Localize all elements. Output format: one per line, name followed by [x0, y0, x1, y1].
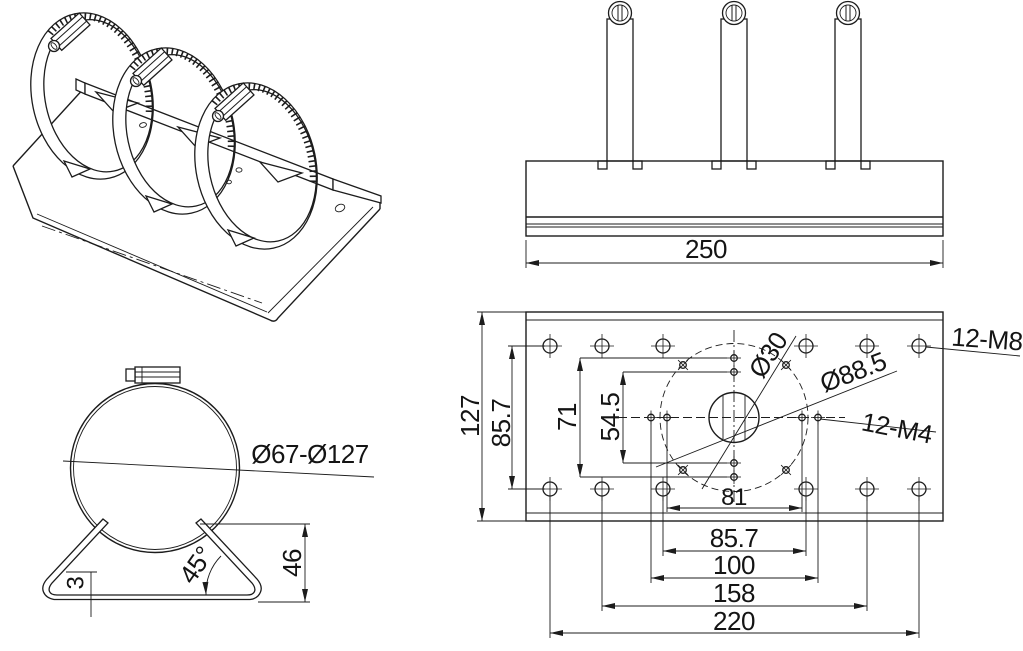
- leader-3: [66, 571, 97, 617]
- fold-centerline: [41, 225, 263, 304]
- label-dia-30: Ø30: [742, 327, 793, 383]
- iso-holes: [139, 122, 346, 213]
- label-12-m4: 12-M4: [859, 406, 935, 449]
- leader-12-m4: [819, 418, 937, 433]
- dim-71: 71: [552, 403, 582, 431]
- m4-holes: [643, 350, 826, 485]
- dim-100: 100: [713, 550, 755, 580]
- plan-leaders: [655, 335, 1021, 490]
- dim-250: 250: [685, 234, 727, 264]
- ext-46: [200, 523, 310, 603]
- plan-plate: [525, 311, 944, 522]
- dim-3: 3: [63, 576, 90, 589]
- iso-clamp-ring-2: [98, 36, 250, 225]
- iso-clamp-ring-3: [180, 71, 332, 260]
- dim-127: 127: [455, 395, 485, 437]
- leader-12-m8: [925, 346, 1021, 357]
- dim-46: 46: [277, 549, 307, 577]
- label-dia-88-5: Ø88.5: [816, 346, 891, 399]
- label-12-m8: 12-M8: [950, 322, 1023, 357]
- dim-158: 158: [713, 578, 755, 608]
- clamp-band-inner: [73, 386, 237, 550]
- dim-85-7-bottom: 85.7: [710, 523, 759, 553]
- dim-81: 81: [721, 484, 747, 511]
- leader-dia-30: [701, 335, 797, 490]
- front-strap-3: [825, 0, 871, 170]
- center-hole: [708, 391, 760, 444]
- side-dimensions: Ø67-Ø127 46 45° 3: [63, 439, 375, 617]
- front-view: 250: [525, 0, 944, 268]
- iso-base-plate: [12, 85, 381, 322]
- iso-view: [12, 1, 382, 322]
- label-dia-67-127: Ø67-Ø127: [251, 439, 368, 469]
- dim-85-7-left: 85.7: [486, 399, 516, 448]
- leader-dia-range: [62, 460, 375, 478]
- plan-extension-lines: [477, 311, 920, 638]
- leader-dia-88-5: [655, 370, 898, 468]
- angle-arc: [202, 555, 222, 596]
- front-plate: [525, 160, 944, 237]
- side-worm-housing: [125, 366, 181, 384]
- front-extension-lines: [525, 240, 944, 268]
- front-strap-1: [597, 0, 643, 170]
- dim-54-5: 54.5: [595, 393, 625, 442]
- iso-strap-hooks: [62, 159, 256, 247]
- plan-view: 127 85.7 71 54.5 Ø30 Ø88.5 12-M8 12-M4 8…: [455, 311, 1023, 638]
- front-strap-2: [711, 0, 757, 170]
- side-view: Ø67-Ø127 46 45° 3: [42, 366, 375, 617]
- dim-220: 220: [713, 606, 755, 636]
- v-bracket: [42, 518, 262, 601]
